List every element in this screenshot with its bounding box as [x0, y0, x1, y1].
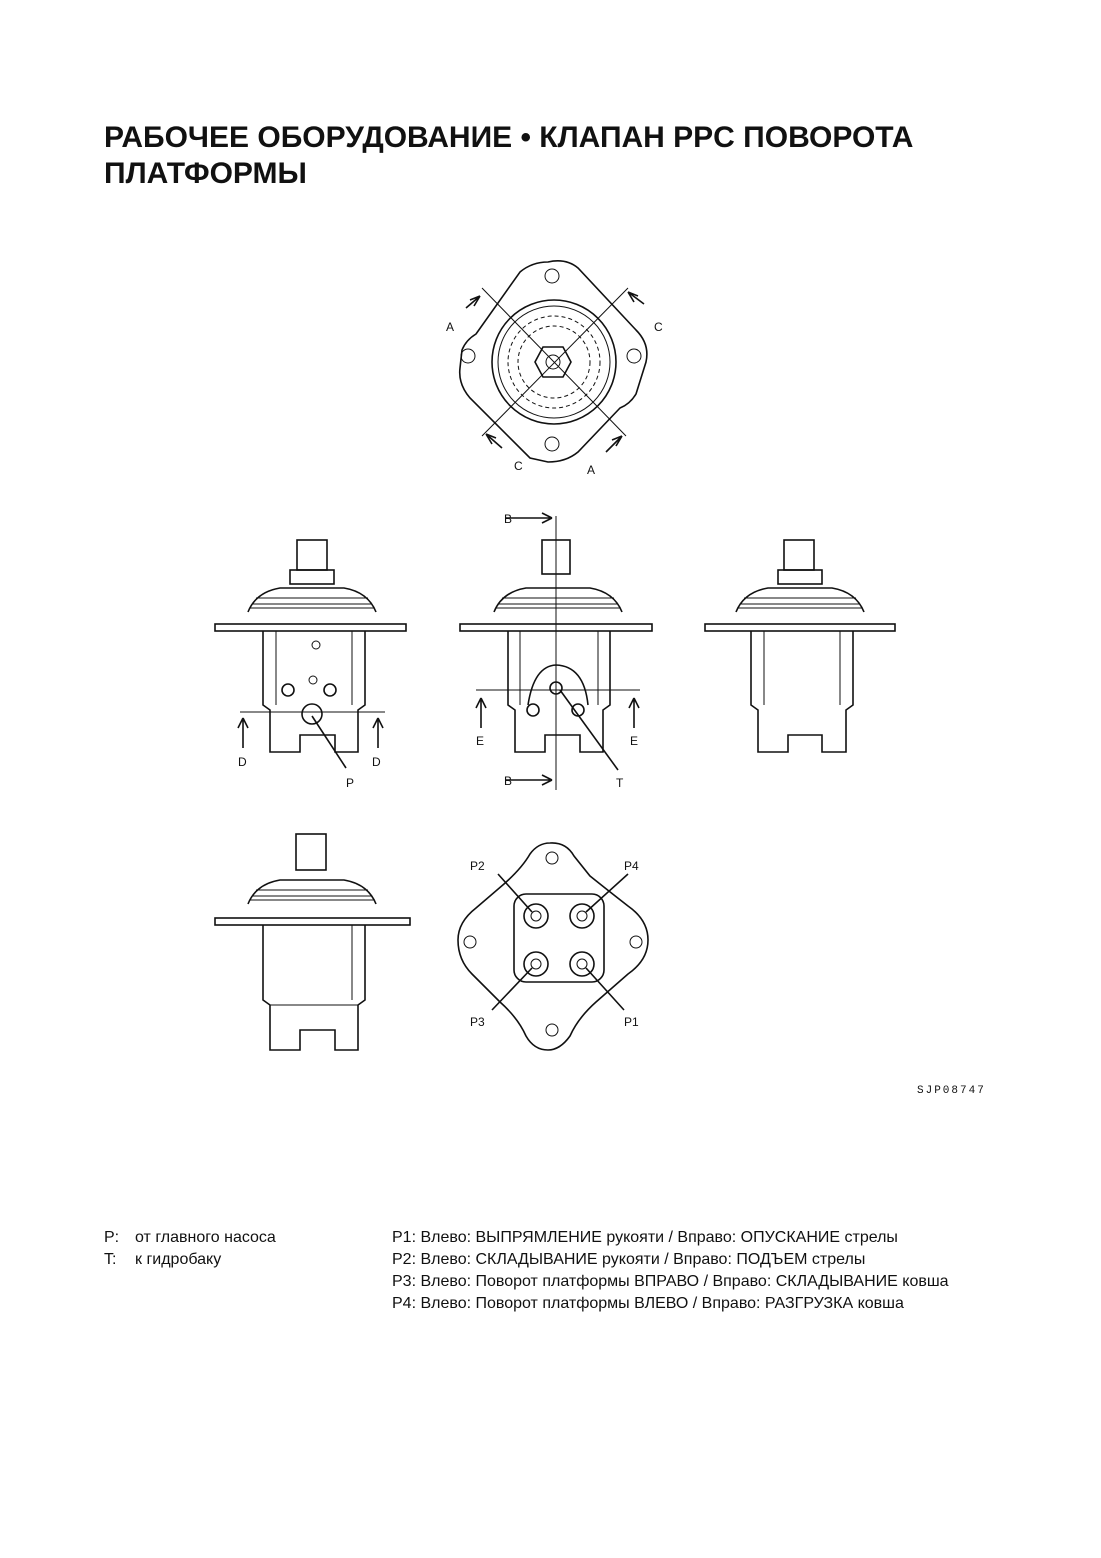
side-view-left: D D P — [214, 539, 407, 790]
port-label-t: T — [616, 776, 624, 790]
legend-text: от главного насоса — [135, 1229, 276, 1246]
section-label-d: D — [372, 755, 381, 769]
side-view-center: B B E E T — [459, 512, 653, 790]
drawing-code: SJP08747 — [917, 1085, 986, 1097]
legend-right: P1: Влево: ВЫПРЯМЛЕНИЕ рукояти / Вправо:… — [392, 1227, 949, 1315]
port-label-p2: P2 — [470, 859, 485, 873]
port-label-p3: P3 — [470, 1015, 485, 1029]
legend-key: P: — [104, 1229, 120, 1246]
top-view: A C C A — [446, 260, 663, 477]
section-label-e: E — [630, 734, 638, 748]
legend-key: T: — [104, 1251, 117, 1268]
page-title: РАБОЧЕЕ ОБОРУДОВАНИЕ • КЛАПАН PPC ПОВОРО… — [104, 121, 914, 190]
port-label-p1: P1 — [624, 1015, 639, 1029]
section-label-d: D — [238, 755, 247, 769]
section-label-c: C — [654, 320, 663, 334]
legend-item-p4: P4: Влево: Поворот платформы ВЛЕВО / Впр… — [392, 1295, 904, 1312]
section-label-a: A — [446, 320, 454, 334]
section-label-b: B — [504, 774, 512, 788]
side-view-right — [704, 539, 896, 753]
legend-item-p3: P3: Влево: Поворот платформы ВПРАВО / Вп… — [392, 1273, 949, 1290]
section-label-c: C — [514, 459, 523, 473]
section-label-a: A — [587, 463, 595, 477]
section-label-e: E — [476, 734, 484, 748]
legend-left: P: от главного насоса T: к гидробаку — [104, 1227, 276, 1271]
side-view-lower — [214, 833, 411, 1051]
section-label-b: B — [504, 512, 512, 526]
port-label-p: P — [346, 776, 354, 790]
legend-item-p1: P1: Влево: ВЫПРЯМЛЕНИЕ рукояти / Вправо:… — [392, 1229, 898, 1246]
ppc-valve-drawing: A C C A D D P — [214, 260, 896, 1051]
legend-item-t: T: к гидробаку — [104, 1249, 276, 1271]
legend-item-p: P: от главного насоса — [104, 1227, 276, 1249]
bottom-view-ports: P2 P4 P3 P1 — [457, 842, 649, 1051]
legend-text: к гидробаку — [135, 1251, 222, 1268]
port-label-p4: P4 — [624, 859, 639, 873]
legend-item-p2: P2: Влево: СКЛАДЫВАНИЕ рукояти / Вправо:… — [392, 1251, 866, 1268]
